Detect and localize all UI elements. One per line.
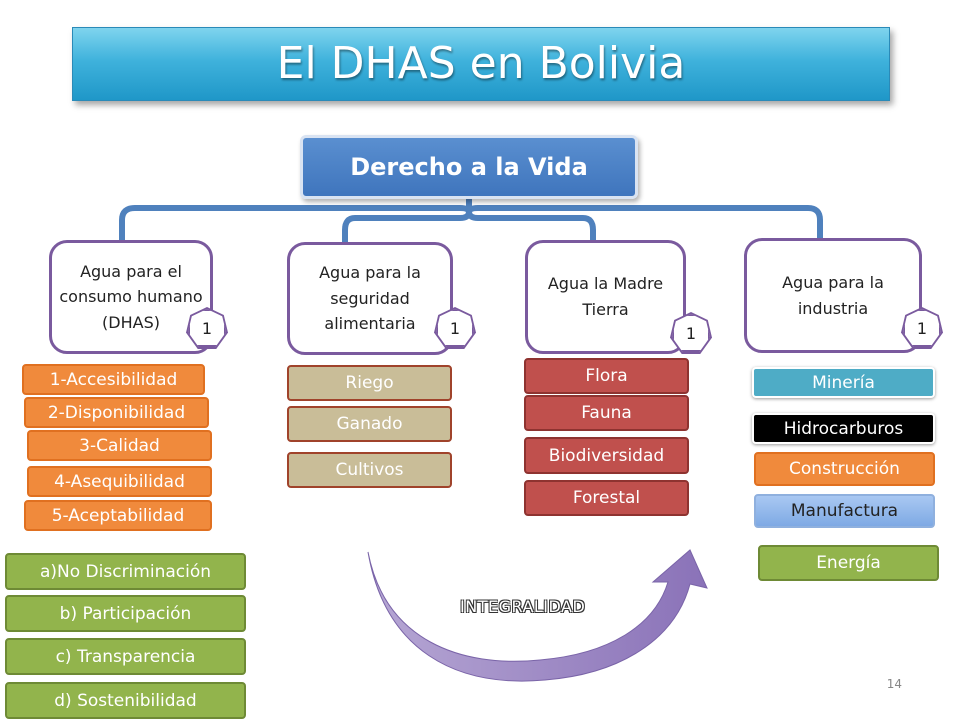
connector-left	[119, 205, 472, 246]
category-label: Agua la Madre Tierra	[547, 274, 664, 319]
category-human-consumption: Agua para el consumo humano (DHAS)	[49, 240, 213, 354]
category-industry: Agua para la industria	[744, 238, 922, 353]
category-mother-earth: Agua la Madre Tierra	[525, 240, 686, 354]
food-item-livestock: Ganado	[287, 406, 452, 442]
principle-transparency: c) Transparencia	[5, 638, 246, 675]
integralidad-arrow	[367, 549, 708, 682]
earth-item-biodiversity: Biodiversidad	[524, 437, 689, 474]
food-item-crops: Cultivos	[287, 452, 452, 488]
industry-item-construction: Construcción	[754, 452, 935, 486]
slide-title: El DHAS en Bolivia	[72, 27, 890, 101]
page-number: 14	[886, 677, 902, 691]
connector-mid-left	[342, 209, 472, 248]
dhas-item-acceptability: 5-Aceptabilidad	[24, 500, 212, 531]
connector-mid-right	[466, 209, 596, 248]
industry-item-manufacturing: Manufactura	[754, 494, 935, 528]
category-label: Agua para la seguridad alimentaria	[319, 263, 421, 334]
food-item-irrigation: Riego	[287, 365, 452, 401]
dhas-item-quality: 3-Calidad	[27, 430, 212, 461]
earth-item-fauna: Fauna	[524, 395, 689, 431]
connector-right	[466, 205, 823, 243]
category-label: Agua para la industria	[782, 272, 884, 318]
integralidad-label: INTEGRALIDAD	[460, 597, 586, 616]
category-label: Agua para el consumo humano (DHAS)	[59, 261, 203, 332]
dhas-item-accessibility: 1-Accesibilidad	[22, 364, 205, 395]
dhas-item-availability: 2-Disponibilidad	[24, 397, 209, 428]
badge-food-security: 1	[436, 309, 474, 347]
earth-item-forestry: Forestal	[524, 480, 689, 516]
badge-industry: 1	[903, 309, 941, 347]
principle-sustainability: d) Sostenibilidad	[5, 682, 246, 719]
industry-item-hydrocarbons: Hidrocarburos	[752, 413, 935, 444]
root-node: Derecho a la Vida	[300, 135, 638, 199]
dhas-item-affordability: 4-Asequibilidad	[27, 466, 212, 497]
badge-human-consumption: 1	[188, 309, 226, 347]
earth-item-flora: Flora	[524, 358, 689, 394]
principle-non-discrimination: a)No Discriminación	[5, 553, 246, 590]
industry-item-energy: Energía	[758, 545, 939, 581]
principle-participation: b) Participación	[5, 595, 246, 632]
badge-mother-earth: 1	[672, 314, 710, 352]
industry-item-mining: Minería	[752, 367, 935, 398]
category-food-security: Agua para la seguridad alimentaria	[287, 242, 453, 355]
